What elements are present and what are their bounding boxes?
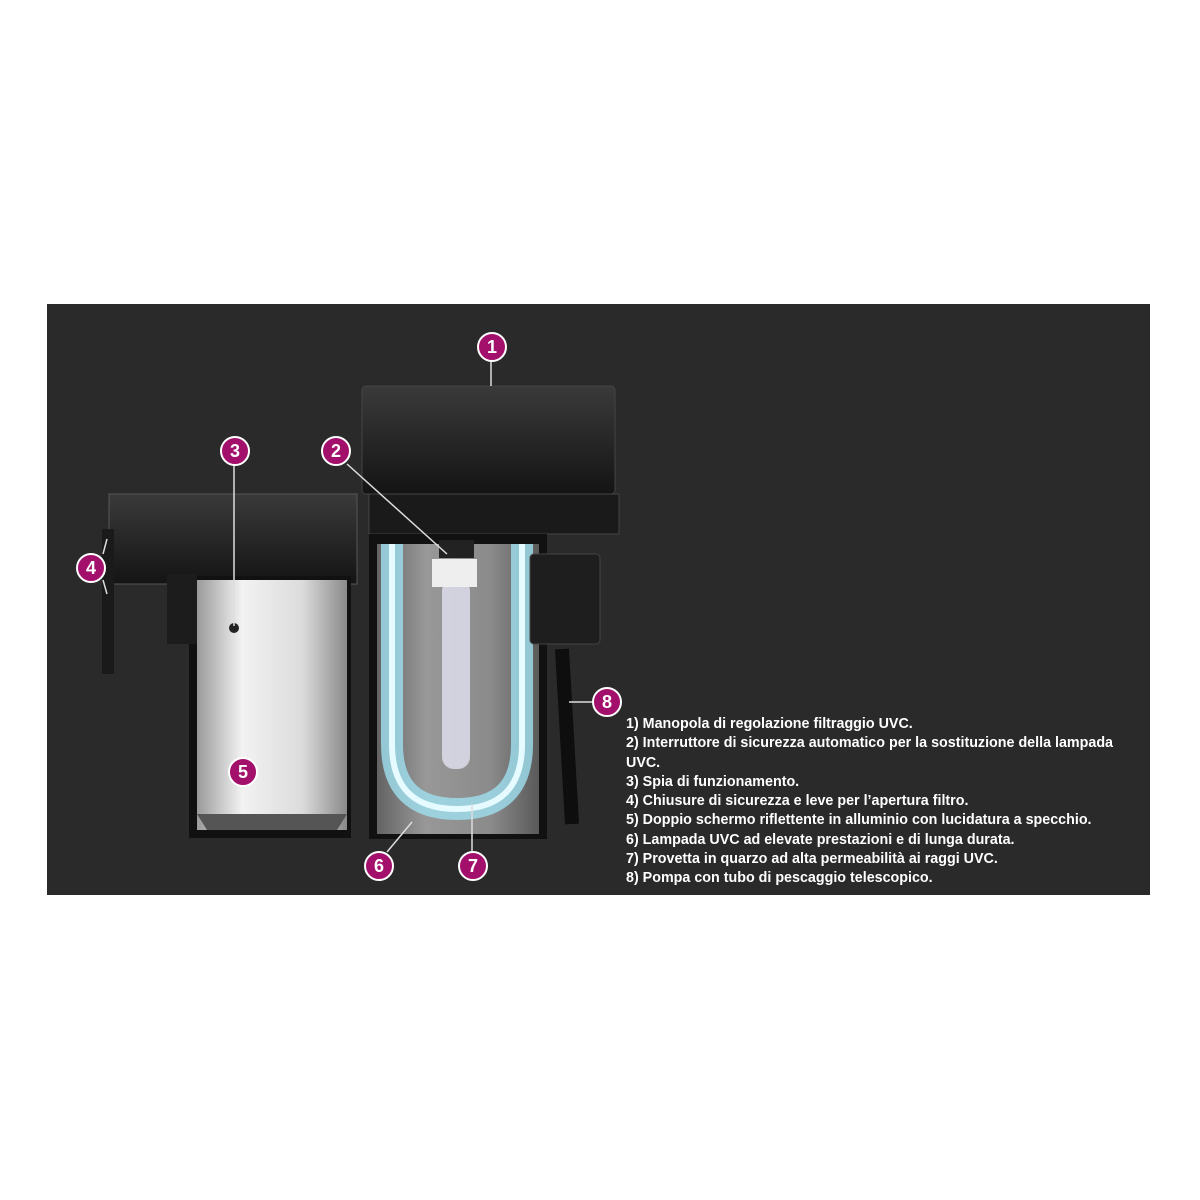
callout-marker-6: 6 — [364, 851, 394, 881]
leader-lines — [102, 360, 592, 853]
diagram-panel: 1 2 3 4 5 6 7 8 1) Manopola di regolazio… — [47, 304, 1150, 895]
callout-marker-4: 4 — [76, 553, 106, 583]
callout-marker-2: 2 — [321, 436, 351, 466]
callout-marker-1: 1 — [477, 332, 507, 362]
legend-item: 5) Doppio schermo riflettente in allumin… — [626, 812, 1092, 829]
callout-marker-5: 5 — [228, 757, 258, 787]
callout-marker-3: 3 — [220, 436, 250, 466]
uv-filter-illustration — [102, 360, 620, 853]
callout-marker-8: 8 — [592, 687, 622, 717]
right-housing — [361, 385, 620, 839]
legend-item: 1) Manopola di regolazione filtraggio UV… — [626, 716, 913, 732]
legend-item: 3) Spia di funzionamento. — [626, 773, 800, 790]
legend-item: 2) Interruttore di sicurezza automatico … — [626, 735, 1114, 771]
legend-item: 7) Provetta in quarzo ad alta permeabili… — [626, 851, 998, 868]
legend-item: 6) Lampada UVC ad elevate prestazioni e … — [626, 831, 1015, 848]
legend-item: 4) Chiusure di sicurezza e leve per l’ap… — [626, 793, 969, 810]
callout-marker-7: 7 — [458, 851, 488, 881]
legend-item: 8) Pompa con tubo di pescaggio telescopi… — [626, 870, 933, 887]
feature-legend: 1) Manopola di regolazione filtraggio UV… — [626, 715, 1146, 889]
left-housing — [102, 493, 358, 838]
